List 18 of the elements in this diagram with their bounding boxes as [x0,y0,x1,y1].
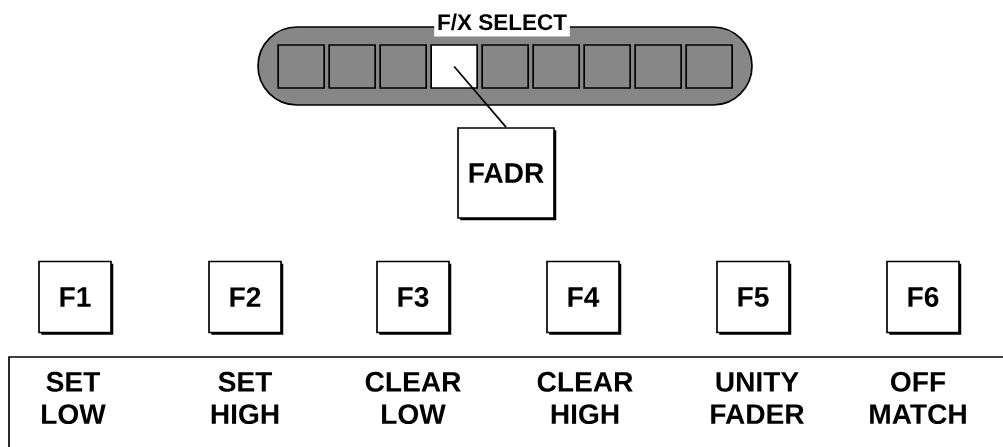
select-button [430,44,478,89]
select-button [277,44,325,89]
select-button [685,44,733,89]
leader-line [453,65,507,128]
select-button [634,44,682,89]
key-button: F4 [546,260,622,335]
select-button [328,44,376,89]
key-button: F1 [38,260,114,335]
select-button [532,44,580,89]
select-button [379,44,427,89]
key-button: FADR [457,127,557,221]
select-button [481,44,529,89]
key-button: F3 [376,260,452,335]
key-button: F2 [208,260,284,335]
key-button: F6 [886,260,962,335]
select-button [583,44,631,89]
key-button: F5 [716,260,792,335]
label-strip: SET LOW SET HIGH CLEAR LOW CLEAR HIGH UNITY FADER OFF MATCH [8,356,1003,447]
